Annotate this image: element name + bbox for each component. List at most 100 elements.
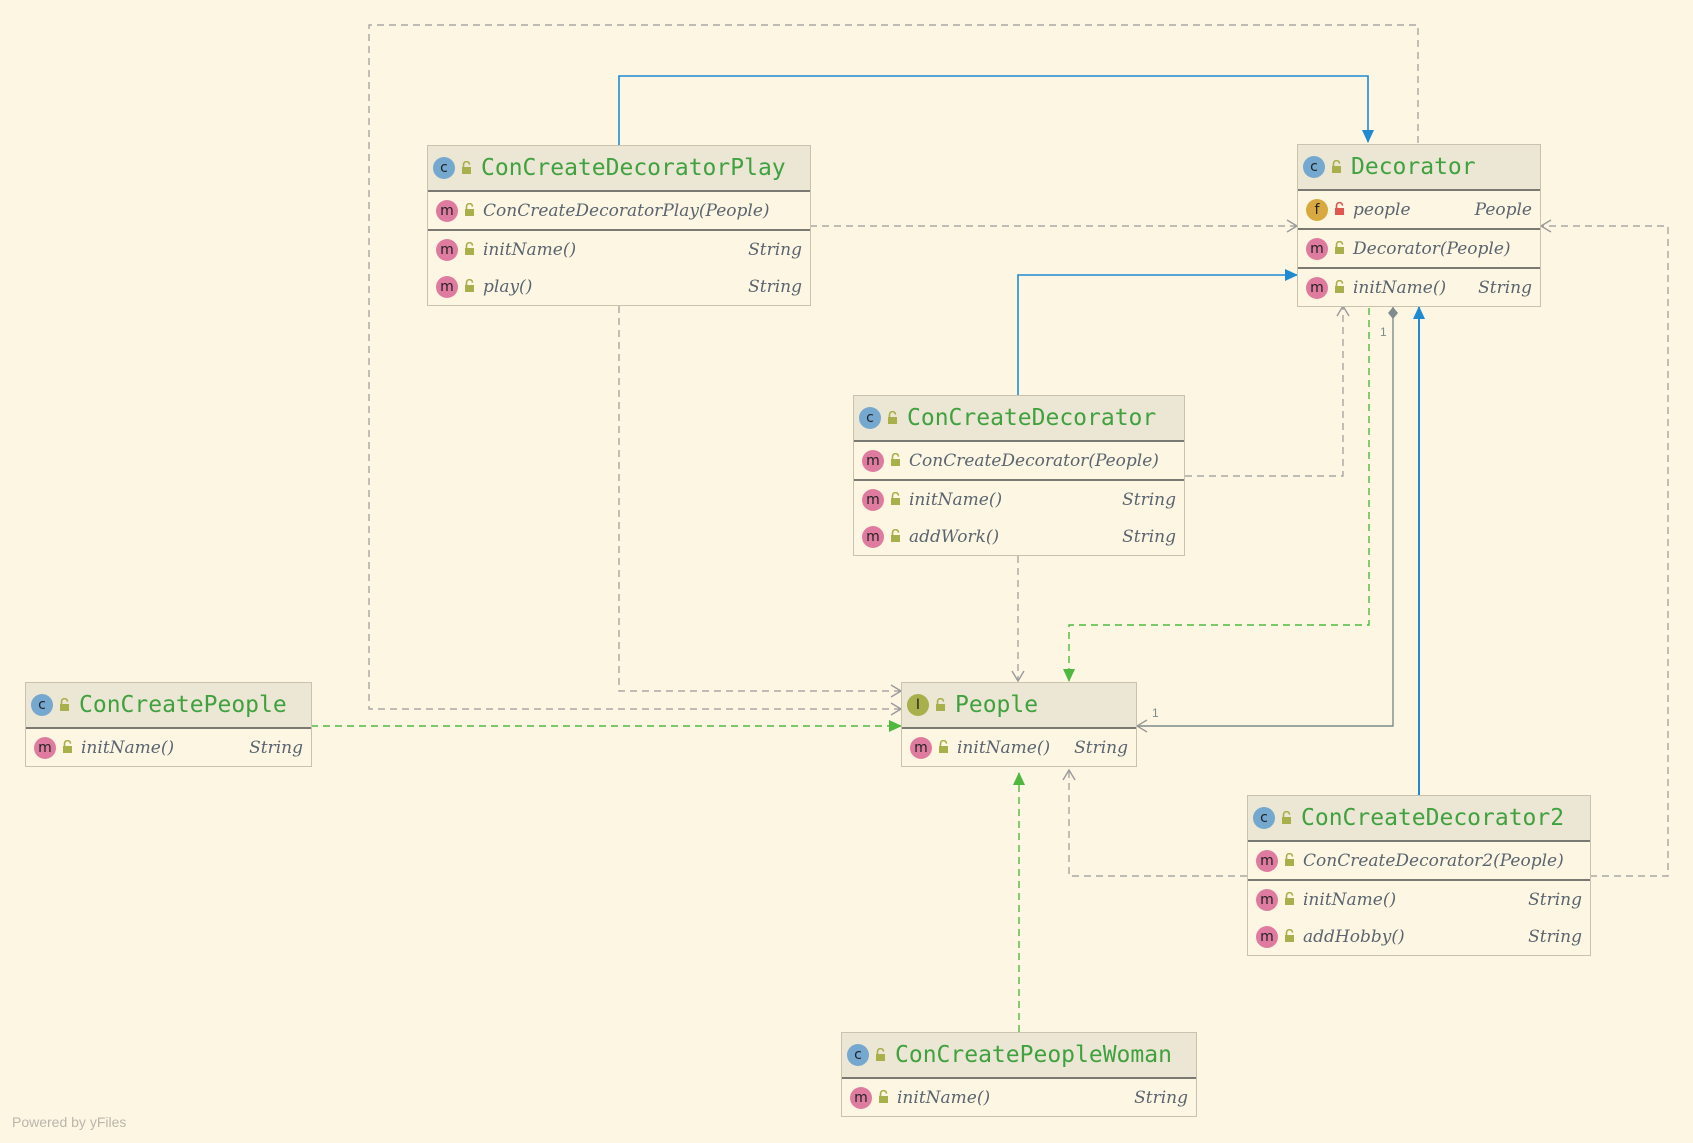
- field-row[interactable]: f people People: [1298, 191, 1540, 228]
- member-type: String: [748, 276, 802, 297]
- class-title: ConCreateDecorator: [907, 405, 1157, 431]
- class-header[interactable]: c Decorator: [1298, 145, 1540, 191]
- member-section: m initName() String: [902, 729, 1136, 766]
- method-icon: m: [862, 449, 884, 472]
- member-type: String: [1528, 889, 1582, 910]
- member-name: addWork(): [909, 526, 1000, 547]
- method-icon: m: [1306, 276, 1328, 299]
- method-row[interactable]: m addWork() String: [854, 518, 1184, 555]
- member-type: String: [1122, 489, 1176, 510]
- class-header[interactable]: c ConCreateDecorator2: [1248, 796, 1590, 842]
- method-icon: m: [910, 736, 932, 759]
- public-lock-icon: [56, 738, 73, 757]
- edge-concrete2-uses-decorator: [1539, 219, 1669, 877]
- method-icon: m: [436, 275, 458, 298]
- method-row[interactable]: m Decorator(People): [1298, 230, 1540, 267]
- method-icon: m: [862, 488, 884, 511]
- field-icon: f: [1306, 198, 1328, 221]
- member-name: ConCreateDecoratorPlay(People): [483, 200, 770, 221]
- method-row[interactable]: m play() String: [428, 268, 810, 305]
- class-icon: c: [847, 1044, 869, 1066]
- public-lock-icon: [929, 696, 946, 715]
- member-name: ConCreateDecorator2(People): [1303, 850, 1564, 871]
- edge-play-uses-people: [618, 306, 903, 698]
- member-type: String: [748, 239, 802, 260]
- member-section: m initName() String m play() String: [428, 231, 810, 305]
- member-section: m Decorator(People): [1298, 230, 1540, 269]
- method-row[interactable]: m ConCreateDecoratorPlay(People): [428, 192, 810, 229]
- member-name: play(): [483, 276, 533, 297]
- method-row[interactable]: m ConCreateDecorator(People): [854, 442, 1184, 479]
- edge-play-extends-decorator: [618, 75, 1374, 146]
- method-icon: m: [436, 238, 458, 261]
- class-icon: c: [433, 157, 455, 179]
- method-row[interactable]: m initName() String: [428, 231, 810, 268]
- public-lock-icon: [884, 451, 901, 470]
- member-name: initName(): [1353, 277, 1447, 298]
- method-icon: m: [1256, 888, 1278, 911]
- member-name: initName(): [483, 239, 577, 260]
- public-lock-icon: [884, 490, 901, 509]
- method-icon: m: [1306, 237, 1328, 260]
- method-row[interactable]: m initName() String: [902, 729, 1136, 766]
- member-type: String: [1074, 737, 1128, 758]
- member-name: initName(): [1303, 889, 1397, 910]
- public-lock-icon: [458, 201, 475, 220]
- member-section: m ConCreateDecoratorPlay(People): [428, 192, 810, 231]
- public-lock-icon: [1328, 239, 1345, 258]
- public-lock-icon: [53, 696, 70, 715]
- class-icon: c: [859, 407, 881, 429]
- member-name: initName(): [909, 489, 1003, 510]
- method-icon: m: [862, 525, 884, 548]
- edge-concrete2-uses-people: [1062, 768, 1247, 877]
- member-section: m initName() String m addWork() String: [854, 481, 1184, 555]
- class-ConCreateDecorator[interactable]: c ConCreateDecorator m ConCreateDecorator(P…: [853, 395, 1185, 556]
- class-title: Decorator: [1351, 154, 1476, 180]
- method-icon: m: [436, 199, 458, 222]
- class-icon: c: [1253, 807, 1275, 829]
- public-lock-icon: [881, 409, 898, 428]
- member-type: String: [1122, 526, 1176, 547]
- public-lock-icon: [1328, 278, 1345, 297]
- member-section: f people People: [1298, 191, 1540, 230]
- member-name: initName(): [897, 1087, 991, 1108]
- public-lock-icon: [1325, 158, 1342, 177]
- method-row[interactable]: m initName() String: [854, 481, 1184, 518]
- class-title: People: [955, 692, 1039, 718]
- multiplicity-target-label: 1: [1152, 706, 1159, 720]
- class-icon: c: [1303, 156, 1325, 178]
- public-lock-icon: [932, 738, 949, 757]
- member-name: people: [1353, 199, 1411, 220]
- edge-decorator-loop-people: [368, 24, 1419, 716]
- class-title: ConCreateDecorator2: [1301, 805, 1565, 831]
- class-Decorator[interactable]: c Decorator f people People m Decorator(People…: [1297, 144, 1541, 307]
- method-icon: m: [1256, 925, 1278, 948]
- member-type: String: [249, 737, 303, 758]
- member-name: Decorator(People): [1353, 238, 1511, 259]
- member-name: addHobby(): [1303, 926, 1405, 947]
- member-name: ConCreateDecorator(People): [909, 450, 1159, 471]
- member-type: People: [1474, 199, 1532, 220]
- class-icon: c: [31, 694, 53, 716]
- class-header[interactable]: c ConCreateDecorator: [854, 396, 1184, 442]
- edge-concrete-uses-decorator: [1185, 304, 1350, 477]
- member-name: initName(): [957, 737, 1051, 758]
- method-row[interactable]: m initName() String: [1248, 881, 1590, 918]
